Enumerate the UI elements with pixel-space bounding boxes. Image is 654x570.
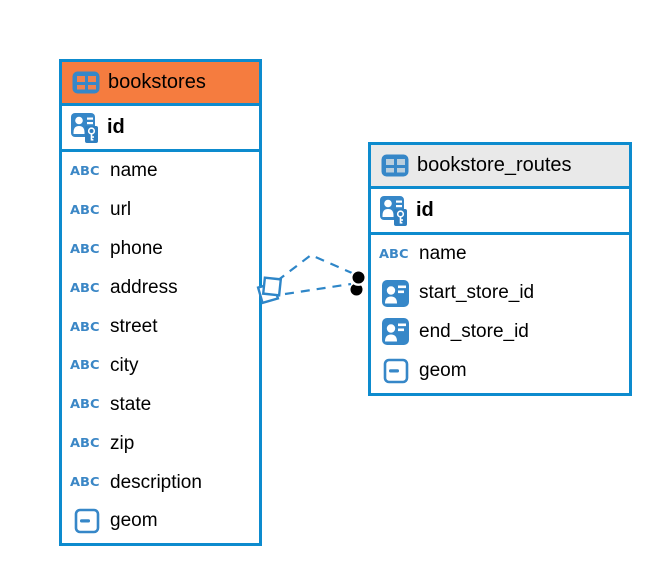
column-row[interactable]: ABC name xyxy=(371,235,629,274)
column-row[interactable]: ABC zip xyxy=(62,424,259,463)
column-name: geom xyxy=(419,359,467,381)
column-row[interactable]: ABC address xyxy=(62,269,259,308)
table-bookstores-header[interactable]: bookstores xyxy=(62,62,259,106)
table-name: bookstore_routes xyxy=(417,154,572,176)
table-icon xyxy=(381,154,409,177)
abc-icon: ABC xyxy=(70,319,100,335)
column-row[interactable]: ABC phone xyxy=(62,230,259,269)
column-name: address xyxy=(110,277,178,299)
column-name: description xyxy=(110,471,202,493)
column-row[interactable]: end_store_id xyxy=(371,313,629,352)
abc-icon: ABC xyxy=(70,280,100,296)
person-card-icon xyxy=(382,318,409,346)
relationship-line-lower[interactable] xyxy=(284,282,352,296)
relationship-dot-marker xyxy=(350,269,367,296)
id-key-icon xyxy=(71,113,98,143)
table-bookstores[interactable]: bookstores id ABC name ABC url xyxy=(59,59,262,546)
person-card-icon xyxy=(382,279,409,307)
column-name: zip xyxy=(110,432,135,454)
abc-icon: ABC xyxy=(70,475,100,490)
table-name: bookstores xyxy=(108,71,206,93)
column-row[interactable]: geom xyxy=(62,502,259,541)
abc-icon: ABC xyxy=(70,203,100,218)
column-row[interactable]: geom xyxy=(371,351,629,390)
column-name: geom xyxy=(110,510,158,532)
abc-icon: ABC xyxy=(379,247,409,262)
column-row-pk[interactable]: id xyxy=(62,106,259,152)
column-name: name xyxy=(419,243,467,265)
column-row-pk[interactable]: id xyxy=(371,189,629,235)
column-name: phone xyxy=(110,238,163,260)
object-icon xyxy=(74,509,100,534)
pk-column-name: id xyxy=(107,116,125,138)
column-name: street xyxy=(110,316,158,337)
table-bookstore-routes-header[interactable]: bookstore_routes xyxy=(371,145,629,189)
column-row[interactable]: ABC city xyxy=(62,346,259,385)
column-name: start_store_id xyxy=(419,282,535,304)
column-row[interactable]: ABC description xyxy=(62,463,259,502)
column-row[interactable]: ABC name xyxy=(62,152,259,191)
abc-icon: ABC xyxy=(70,164,100,179)
abc-icon: ABC xyxy=(70,358,100,374)
column-name: state xyxy=(110,393,152,415)
abc-icon: ABC xyxy=(70,436,100,451)
relationship-line-upper[interactable] xyxy=(276,253,353,282)
column-name: end_store_id xyxy=(419,320,529,342)
table-icon xyxy=(72,71,100,94)
abc-icon: ABC xyxy=(70,397,100,412)
table-bookstore-routes[interactable]: bookstore_routes id ABC name xyxy=(368,142,632,396)
object-icon xyxy=(383,358,409,384)
column-name: city xyxy=(110,354,139,376)
column-row[interactable]: start_store_id xyxy=(371,274,629,313)
abc-icon: ABC xyxy=(70,242,100,257)
column-row[interactable]: ABC url xyxy=(62,191,259,230)
column-row[interactable]: ABC street xyxy=(62,308,259,347)
column-row[interactable]: ABC state xyxy=(62,385,259,424)
column-name: name xyxy=(110,160,158,182)
id-key-icon xyxy=(380,196,407,226)
pk-column-name: id xyxy=(416,199,434,221)
column-name: url xyxy=(110,199,132,221)
